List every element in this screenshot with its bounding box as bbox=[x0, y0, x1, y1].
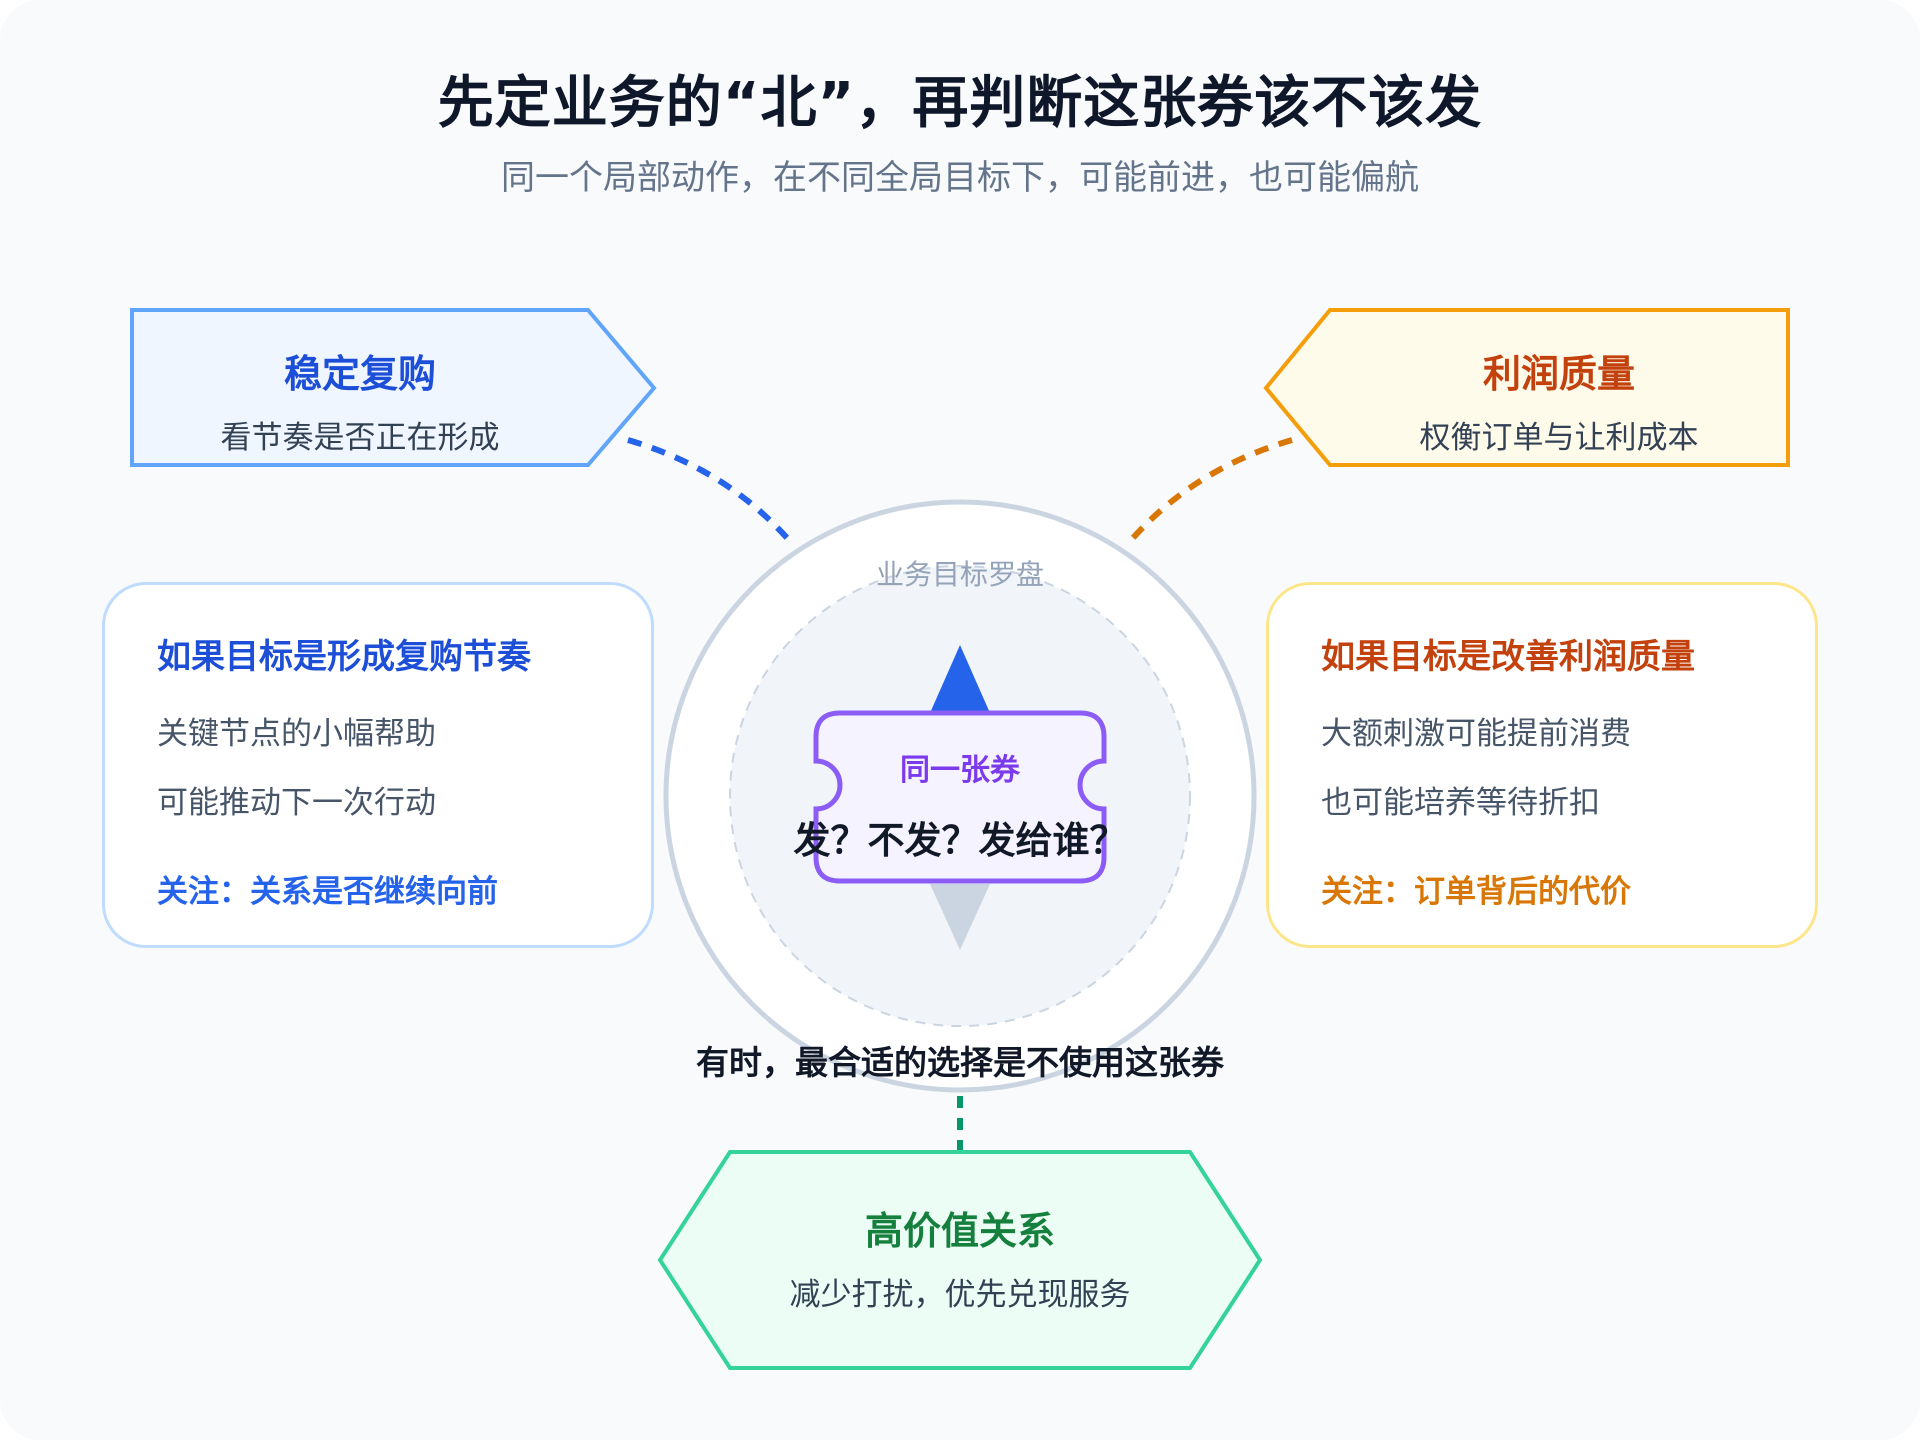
connector-top-left bbox=[628, 440, 794, 546]
connector-top-right bbox=[1126, 440, 1292, 546]
card-focus: 关注：关系是否继续向前 bbox=[157, 866, 651, 911]
page-subtitle: 同一个局部动作，在不同全局目标下，可能前进，也可能偏航 bbox=[0, 150, 1920, 199]
goal-stable-repurchase: 稳定复购 看节奏是否正在形成 bbox=[132, 343, 588, 457]
card-repurchase-rhythm: 如果目标是形成复购节奏 关键节点的小幅帮助 可能推动下一次行动 关注：关系是否继… bbox=[102, 582, 654, 948]
goal-subtitle: 权衡订单与让利成本 bbox=[1330, 412, 1788, 457]
card-line: 也可能培养等待折扣 bbox=[1321, 777, 1815, 822]
card-line: 关键节点的小幅帮助 bbox=[157, 708, 651, 753]
goal-subtitle: 减少打扰，优先兑现服务 bbox=[730, 1269, 1190, 1314]
goal-title: 利润质量 bbox=[1330, 343, 1788, 398]
card-line: 可能推动下一次行动 bbox=[157, 777, 651, 822]
goal-high-value-relationship: 高价值关系 减少打扰，优先兑现服务 bbox=[730, 1200, 1190, 1314]
goal-profit-quality: 利润质量 权衡订单与让利成本 bbox=[1330, 343, 1788, 457]
goal-title: 高价值关系 bbox=[730, 1200, 1190, 1255]
card-focus: 关注：订单背后的代价 bbox=[1321, 866, 1815, 911]
goal-subtitle: 看节奏是否正在形成 bbox=[132, 412, 588, 457]
goal-title: 稳定复购 bbox=[132, 343, 588, 398]
bottom-note: 有时，最合适的选择是不使用这张券 bbox=[560, 1036, 1360, 1084]
coupon-question: 发？不发？发给谁？ bbox=[760, 810, 1160, 864]
card-title: 如果目标是形成复购节奏 bbox=[157, 629, 651, 678]
card-profit-quality: 如果目标是改善利润质量 大额刺激可能提前消费 也可能培养等待折扣 关注：订单背后… bbox=[1266, 582, 1818, 948]
page-title: 先定业务的“北”，再判断这张券该不该发 bbox=[0, 58, 1920, 139]
coupon-title: 同一张券 bbox=[816, 745, 1104, 789]
compass-label: 业务目标罗盘 bbox=[760, 553, 1160, 593]
card-line: 大额刺激可能提前消费 bbox=[1321, 708, 1815, 753]
card-title: 如果目标是改善利润质量 bbox=[1321, 629, 1815, 678]
